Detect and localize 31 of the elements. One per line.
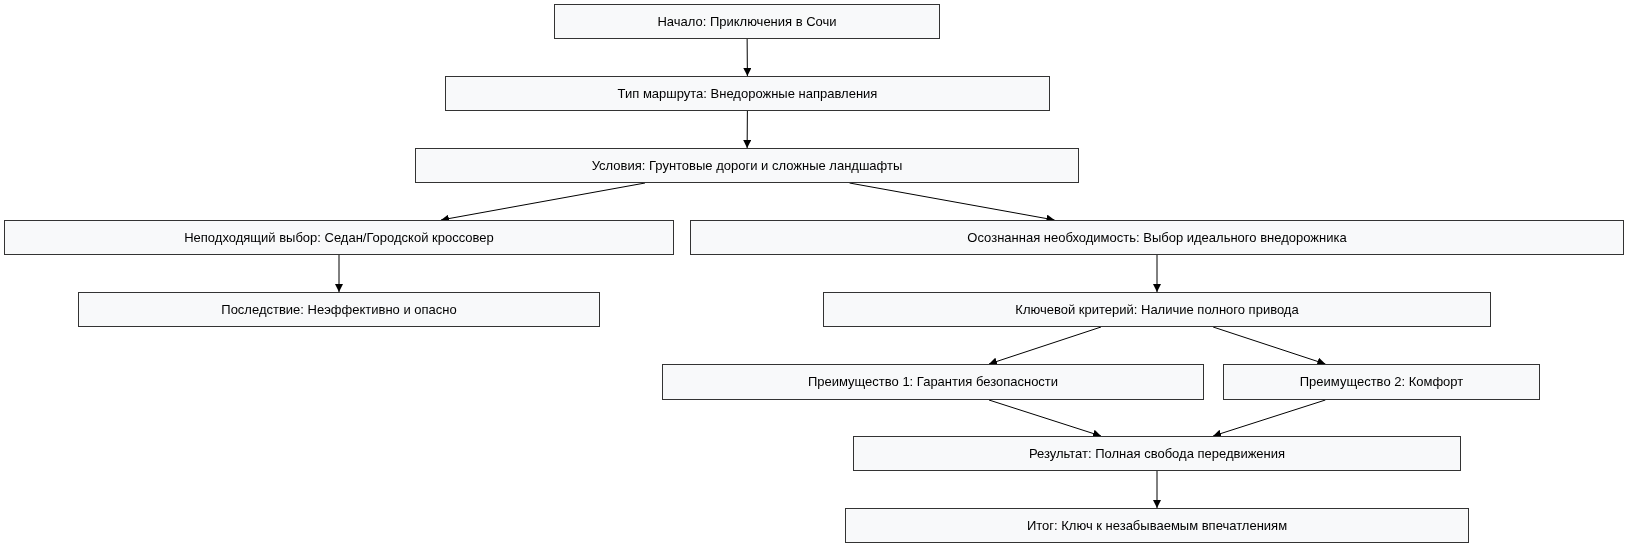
- process-box: [554, 4, 940, 39]
- process-box: [415, 148, 1079, 183]
- arrow: [743, 38, 752, 77]
- arrow: [988, 399, 1102, 438]
- box-label: Условия: Грунтовые дороги и сложные ландшафты: [591, 156, 903, 175]
- box-label: Ключевой критерий: Наличие полного привода: [1015, 300, 1299, 319]
- process-box: [823, 292, 1491, 327]
- box-label: Итог: Ключ к незабываемым впечатлениям: [1026, 516, 1288, 535]
- process-box: [662, 364, 1204, 400]
- box-label: Неподходящий выбор: Седан/Городской кроссовер: [184, 228, 494, 247]
- process-box: [78, 292, 600, 327]
- box-label: Преимущество 2: Комфорт: [1299, 373, 1464, 392]
- process-box: [4, 220, 674, 255]
- arrow: [1212, 399, 1326, 438]
- process-box: [853, 436, 1461, 471]
- process-box: [1223, 364, 1540, 400]
- arrow: [335, 254, 343, 293]
- process-box: [690, 220, 1624, 255]
- arrow: [1153, 470, 1161, 509]
- arrow: [1153, 254, 1161, 293]
- process-box: [845, 508, 1469, 543]
- box-label: Преимущество 1: Гарантия безопасности: [807, 373, 1059, 392]
- arrow: [743, 110, 752, 149]
- box-label: Результат: Полная свобода передвижения: [1028, 444, 1286, 463]
- box-label: Осознанная необходимость: Выбор идеального внедорожника: [967, 228, 1347, 247]
- box-label: Последствие: Неэффективно и опасно: [221, 300, 457, 319]
- arrow: [1212, 326, 1326, 366]
- process-box: [445, 76, 1050, 111]
- box-label: Начало: Приключения в Сочи: [657, 12, 837, 31]
- arrow: [988, 326, 1102, 366]
- box-label: Тип маршрута: Внедорожные направления: [617, 84, 878, 103]
